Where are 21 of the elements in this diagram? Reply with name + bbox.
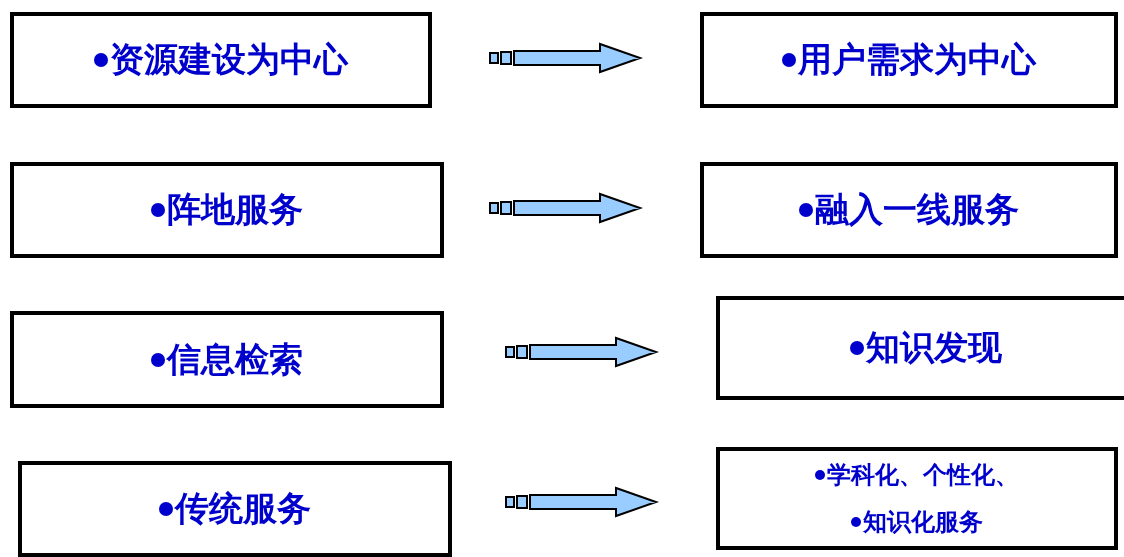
box-text: 资源建设为中心 — [110, 38, 348, 81]
box-text: 融入一线服务 — [815, 188, 1019, 231]
text-box — [10, 12, 432, 108]
text-box — [716, 447, 1118, 550]
box-text: 用户需求为中心 — [798, 38, 1036, 81]
box-text: 信息检索 — [167, 337, 303, 381]
box-text: 阵地服务 — [167, 188, 303, 231]
text-box — [10, 162, 444, 258]
text-box — [18, 461, 452, 557]
block-arrow — [505, 486, 660, 518]
box-text: 知识化服务 — [863, 507, 983, 539]
block-arrow — [489, 42, 644, 74]
block-arrow — [505, 336, 660, 368]
text-box — [716, 296, 1124, 400]
box-text: 知识发现 — [866, 326, 1002, 369]
block-arrow — [489, 192, 644, 224]
text-box — [10, 311, 444, 408]
text-box — [700, 12, 1118, 108]
box-text: 学科化、个性化、 — [827, 459, 1019, 491]
box-text: 传统服务 — [175, 487, 311, 530]
text-box — [700, 162, 1118, 258]
